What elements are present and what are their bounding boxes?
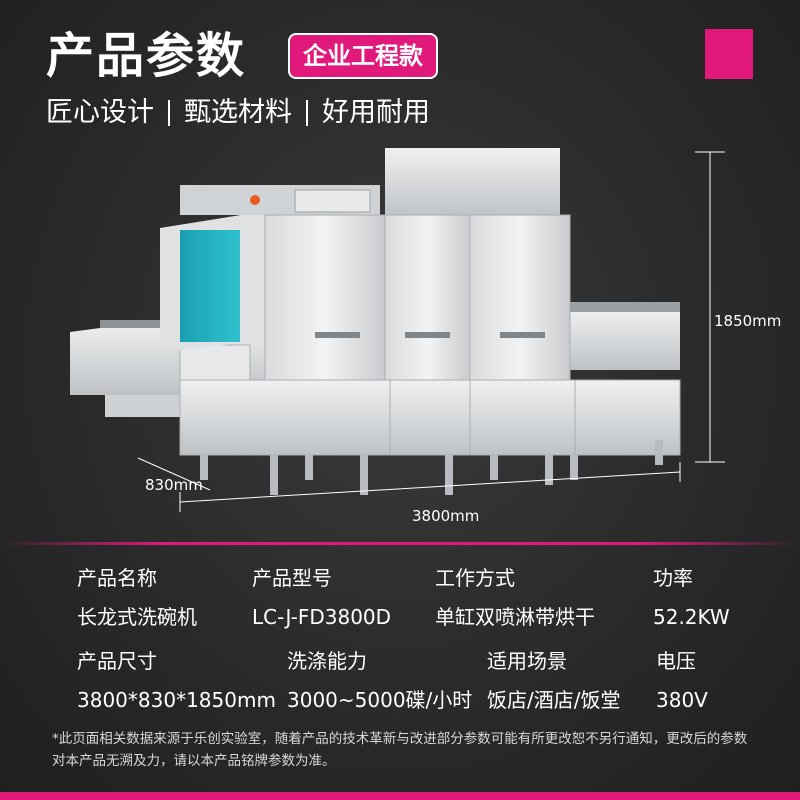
accent-divider — [0, 542, 800, 545]
spec-value: 3800*830*1850mm — [77, 688, 276, 712]
spec-label: 电压 — [656, 649, 696, 673]
spec-label: 洗涤能力 — [287, 649, 367, 673]
spec-label: 产品尺寸 — [77, 649, 157, 673]
slogan-separator — [168, 100, 170, 126]
brand-square — [705, 29, 753, 79]
disclaimer-note: *此页面相关数据来源于乐创实验室，随着产品的技术革新与改进部分参数可能有所更改恕… — [52, 731, 748, 769]
spec-value: 长龙式洗碗机 — [77, 605, 197, 629]
spec-value: 饭店/酒店/饭堂 — [487, 688, 621, 712]
spec-label: 产品名称 — [77, 566, 157, 590]
spec-label: 适用场景 — [487, 649, 567, 673]
height-dimension: 1850mm — [714, 312, 781, 330]
spec-value: LC-J-FD3800D — [252, 605, 392, 629]
spec-value: 52.2KW — [653, 605, 730, 629]
spec-value: 3000~5000碟/小时 — [287, 688, 473, 712]
spec-label: 功率 — [653, 566, 693, 590]
depth-dimension: 830mm — [145, 476, 203, 494]
spec-value: 380V — [656, 688, 708, 712]
spec-value: 单缸双喷淋带烘干 — [435, 605, 595, 629]
edition-badge: 企业工程款 — [288, 33, 438, 79]
spec-label: 产品型号 — [252, 566, 332, 590]
slogan: 匠心设计 甄选材料 好用耐用 — [46, 96, 430, 130]
bottom-accent-bar — [0, 792, 800, 800]
slogan-separator — [306, 100, 308, 126]
spec-label: 工作方式 — [435, 566, 515, 590]
page-title: 产品参数 — [46, 28, 247, 84]
slogan-item: 匠心设计 — [46, 97, 154, 128]
dishwasher-illustration: 1850mm 830mm 3800mm — [70, 148, 781, 525]
slogan-item: 甄选材料 — [184, 97, 292, 128]
width-dimension: 3800mm — [412, 507, 479, 525]
slogan-item: 好用耐用 — [322, 97, 430, 128]
